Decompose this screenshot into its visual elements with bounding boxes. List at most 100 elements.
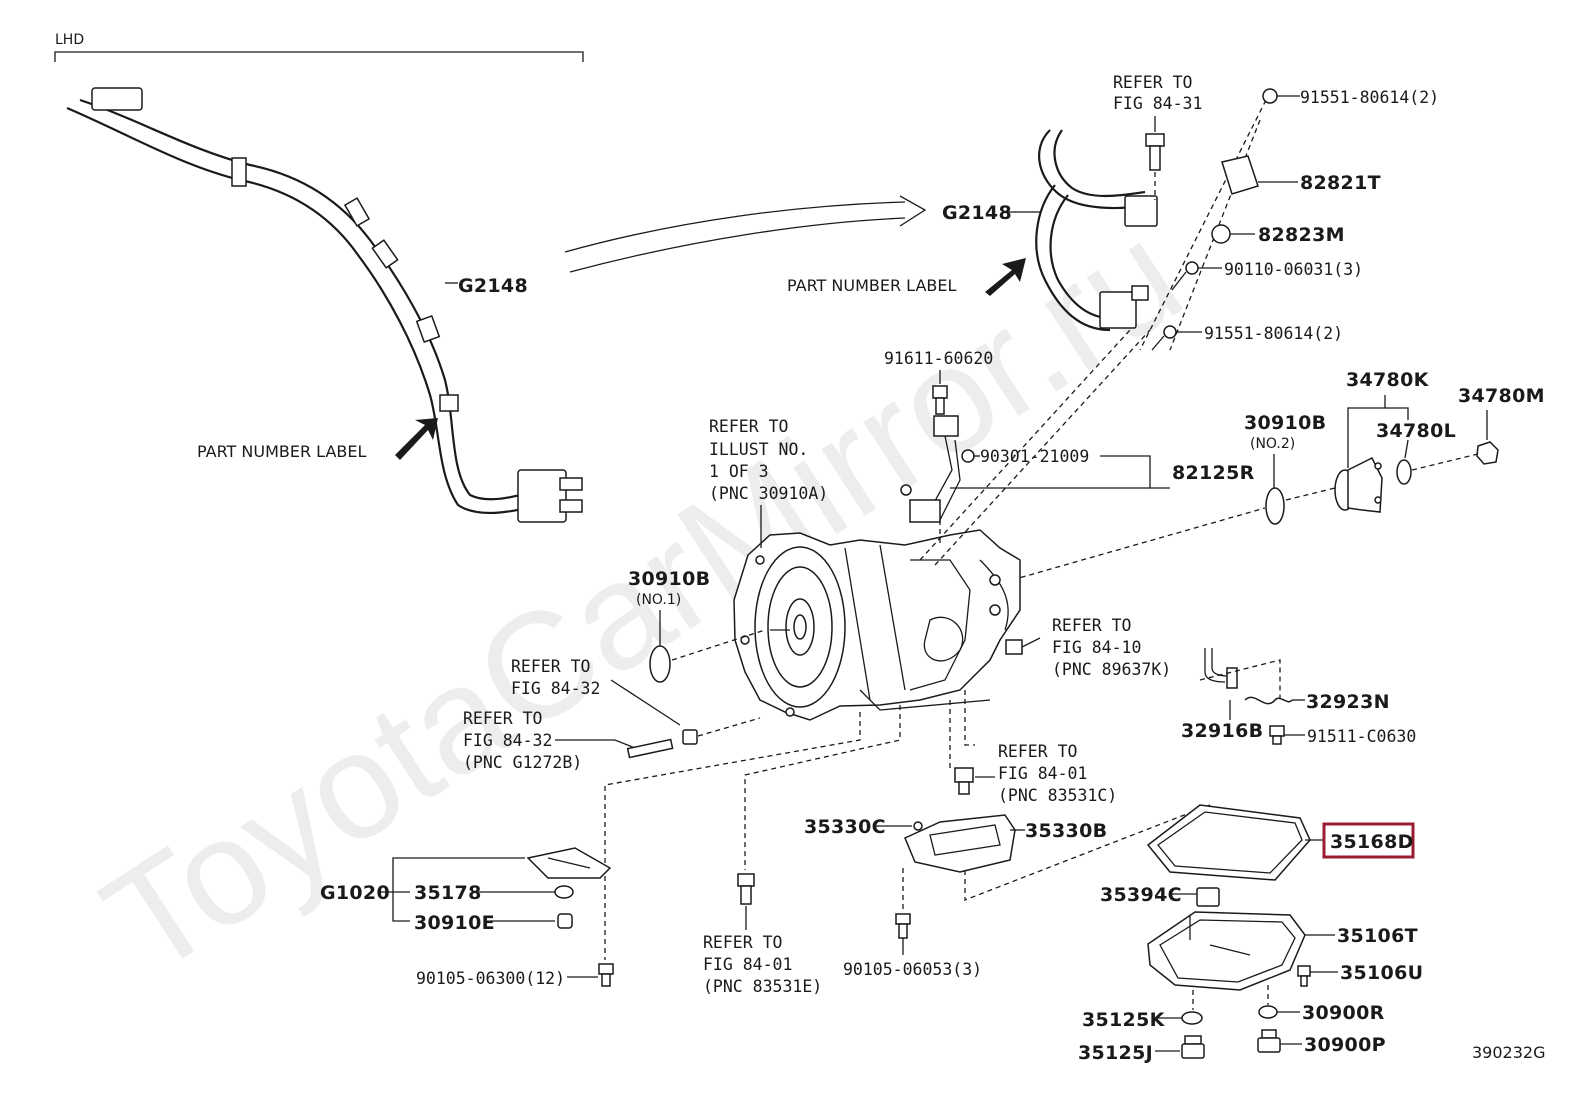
label-35168d[interactable]: 35168D (1330, 831, 1414, 853)
label-g2148-left[interactable]: G2148 (458, 275, 528, 297)
label-refer-84-32b-line3[interactable]: (PNC G1272B) (463, 753, 582, 772)
label-illust-line3[interactable]: 1 OF 3 (709, 462, 769, 481)
label-82125r[interactable]: 82125R (1172, 462, 1255, 484)
label-82821t[interactable]: 82821T (1300, 172, 1381, 194)
label-90110-06031[interactable]: 90110-06031(3) (1224, 260, 1363, 279)
bolt-90105-06300 (598, 963, 614, 987)
sensor-82125r (900, 385, 961, 523)
label-g1020[interactable]: G1020 (320, 882, 390, 904)
label-refer-84-01-line1[interactable]: REFER TO (998, 742, 1077, 761)
label-35330b[interactable]: 35330B (1025, 820, 1107, 842)
label-90105-06300[interactable]: 90105-06300(12) (416, 969, 565, 988)
label-91511-c0630[interactable]: 91511-C0630 (1307, 727, 1416, 746)
nut-34780m (1476, 441, 1499, 465)
label-refer-84-01-line3[interactable]: (PNC 83531C) (998, 786, 1117, 805)
label-91551-80614-top[interactable]: 91551-80614(2) (1300, 88, 1439, 107)
pin-g1272b (626, 738, 674, 759)
label-illust-line2[interactable]: ILLUST NO. (709, 440, 808, 459)
label-refer-84-32b-line2[interactable]: FIG 84-32 (463, 731, 552, 750)
label-refer-84-10-line2[interactable]: FIG 84-10 (1052, 638, 1141, 657)
label-90105-06053[interactable]: 90105-06053(3) (843, 960, 982, 979)
label-refer-84-31-line1[interactable]: REFER TO (1113, 73, 1192, 92)
bolt-84-31 (1145, 133, 1165, 200)
label-refer-84-10-line1[interactable]: REFER TO (1052, 616, 1131, 635)
label-refer-84-01b-line1[interactable]: REFER TO (703, 933, 782, 952)
figure-code: 390232G (1472, 1043, 1545, 1062)
lhd-label: LHD (55, 32, 84, 48)
arrow-part-label-left (395, 418, 438, 460)
label-30900p[interactable]: 30900P (1304, 1034, 1386, 1056)
plug-refer-84-32 (682, 729, 698, 745)
label-30900r[interactable]: 30900R (1302, 1002, 1385, 1024)
label-35330c[interactable]: 35330C (804, 816, 886, 838)
ring-34780l (1396, 459, 1412, 485)
gasket-30900r (1258, 1005, 1278, 1019)
label-refer-84-01b-line3[interactable]: (PNC 83531E) (703, 977, 822, 996)
label-refer-84-01b-line2[interactable]: FIG 84-01 (703, 955, 792, 974)
label-91551-80614-mid[interactable]: 91551-80614(2) (1204, 324, 1343, 343)
label-34780m[interactable]: 34780M (1458, 385, 1545, 407)
bolt-30910e (557, 913, 573, 929)
transfer-arrow (564, 195, 927, 273)
bolt-91551-mid (1151, 325, 1202, 351)
flange-34780k (1334, 456, 1383, 513)
bolt-90110 (1171, 261, 1222, 291)
strainer-35330b (904, 814, 1016, 873)
label-refer-84-10-line3[interactable]: (PNC 89637K) (1052, 660, 1171, 679)
label-32916b[interactable]: 32916B (1181, 720, 1263, 742)
highlight-35168d (1322, 822, 1415, 859)
label-35125j[interactable]: 35125J (1078, 1042, 1153, 1064)
oil-seal-30910b-no2 (1265, 487, 1285, 525)
label-35106u[interactable]: 35106U (1340, 962, 1423, 984)
bolt-91511 (1269, 725, 1305, 745)
label-35125k[interactable]: 35125K (1082, 1009, 1166, 1031)
label-30910b-no2[interactable]: 30910B (1244, 412, 1326, 434)
sensor-refer-84-01-upper (954, 767, 974, 795)
clip-35106u (1297, 965, 1338, 987)
oil-pan-35106t (1147, 911, 1306, 991)
sensor-refer-84-01-lower (737, 873, 755, 930)
right-wire-harness[interactable] (1035, 129, 1158, 332)
label-35394c[interactable]: 35394C (1100, 884, 1182, 906)
label-illust-line1[interactable]: REFER TO (709, 417, 788, 436)
plug-30900p (1257, 1029, 1302, 1053)
label-34780k[interactable]: 34780K (1346, 369, 1430, 391)
label-part-number-left: PART NUMBER LABEL (197, 442, 366, 461)
sensor-refer-84-10 (1005, 637, 1041, 655)
label-30910b-no1[interactable]: 30910B (628, 568, 710, 590)
oil-seal-30910b-no1 (649, 645, 671, 683)
bolt-91551-top (1262, 88, 1300, 104)
washer-35178 (554, 885, 574, 899)
label-34780l[interactable]: 34780L (1376, 420, 1456, 442)
gasket-35168d (1146, 804, 1311, 881)
gasket-35125k (1181, 1011, 1203, 1025)
label-35178[interactable]: 35178 (414, 882, 482, 904)
clip-32923n (1244, 696, 1305, 705)
label-refer-84-01-line2[interactable]: FIG 84-01 (998, 764, 1087, 783)
label-35106t[interactable]: 35106T (1337, 925, 1418, 947)
label-illust-line4[interactable]: (PNC 30910A) (709, 484, 828, 503)
label-32923n[interactable]: 32923N (1306, 691, 1390, 713)
bracket-82821t (1221, 155, 1298, 195)
left-wire-harness[interactable] (66, 87, 583, 523)
bracket-35178 (526, 847, 612, 879)
label-30910e[interactable]: 30910E (414, 912, 495, 934)
label-refer-84-32-line2[interactable]: FIG 84-32 (511, 679, 600, 698)
label-82823m[interactable]: 82823M (1258, 224, 1345, 246)
label-refer-84-32-line1[interactable]: REFER TO (511, 657, 590, 676)
arrow-part-label-right (985, 258, 1026, 296)
bolt-90105-06053 (895, 913, 911, 955)
clamp-82823m (1211, 224, 1255, 244)
label-30910b-no1-sub: (NO.1) (636, 592, 681, 608)
label-g2148-right[interactable]: G2148 (942, 202, 1012, 224)
plug-35125j (1181, 1035, 1205, 1059)
tube-32916b (1199, 648, 1281, 700)
label-part-number-right: PART NUMBER LABEL (787, 276, 956, 295)
transmission-assembly (733, 529, 1021, 721)
label-91611-60620[interactable]: 91611-60620 (884, 349, 993, 368)
label-refer-84-32b-line1[interactable]: REFER TO (463, 709, 542, 728)
label-refer-84-31-line2[interactable]: FIG 84-31 (1113, 94, 1202, 113)
label-30910b-no2-sub: (NO.2) (1250, 436, 1295, 452)
magnet-35394c (1196, 887, 1220, 907)
